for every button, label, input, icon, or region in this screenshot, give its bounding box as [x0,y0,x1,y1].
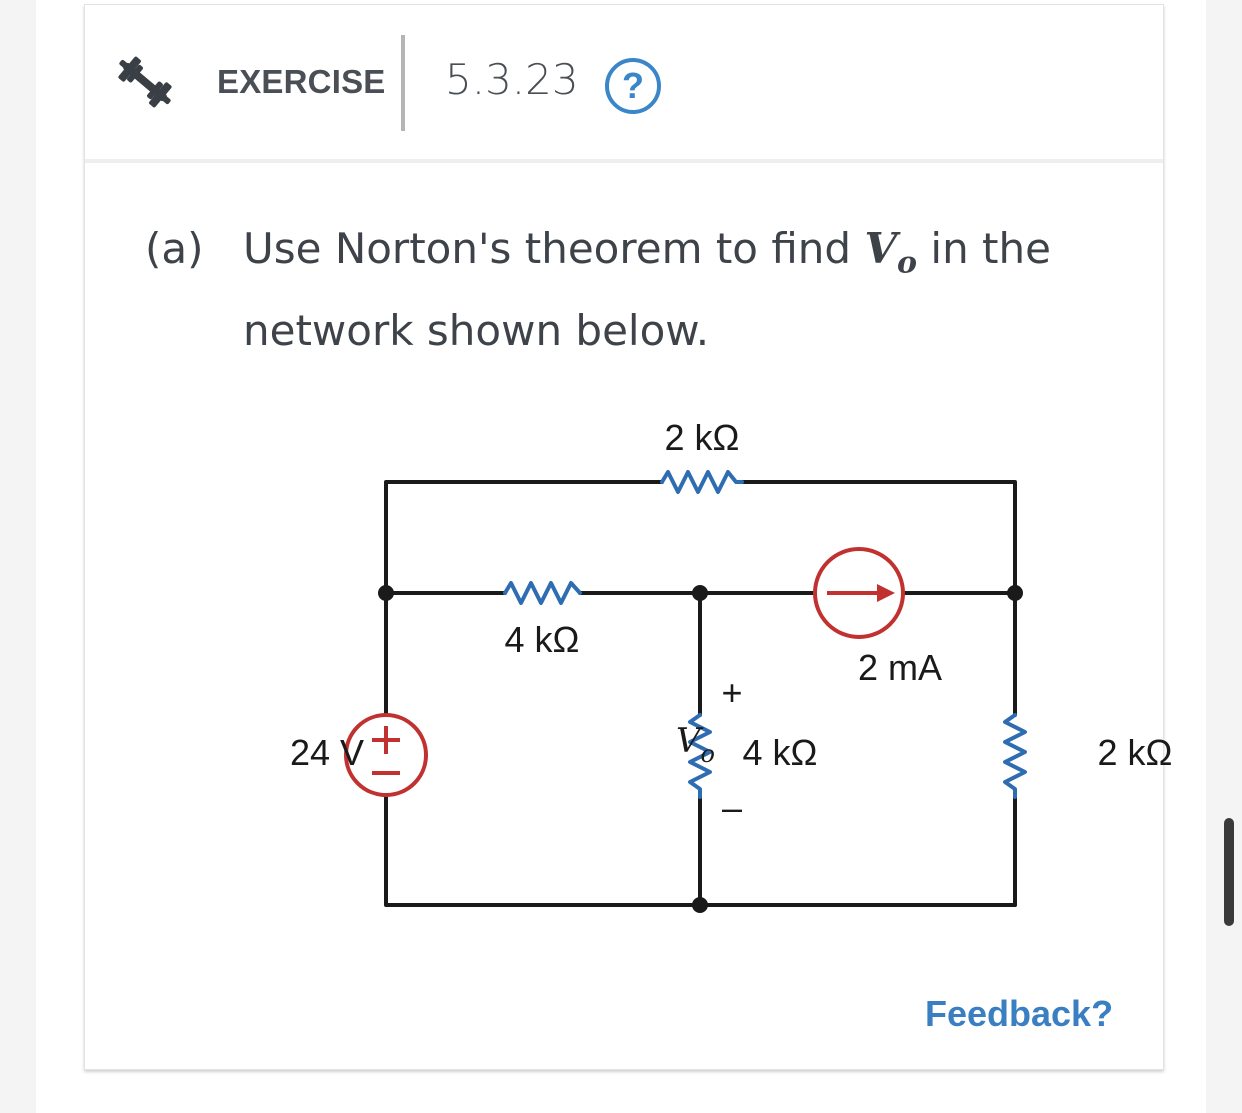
node-left [378,585,394,601]
resistor-right [1003,713,1027,799]
resistor-mid [503,581,582,605]
scrollbar[interactable] [1224,818,1234,926]
help-icon[interactable]: ? [605,58,661,114]
feedback-link[interactable]: Feedback? [925,993,1114,1034]
wire-top-right [740,480,1017,595]
exercise-number: 5.3.23 [445,55,579,104]
voltage-source [344,713,428,797]
label-r-top: 2 kΩ [665,417,740,458]
label-source-current: 2 mA [858,647,942,688]
problem-text-after: in the network shown below. [243,224,1051,356]
node-bottom [692,897,708,913]
label-vo-minus: – [722,787,742,828]
label-r-mid: 4 kΩ [505,619,580,660]
label-r-center: 4 kΩ [743,732,818,773]
label-vo-sub: o [701,740,715,768]
problem-part-label: (a) [145,224,204,273]
problem-text: Use Norton's theorem to find Vo in the n… [243,215,1123,365]
header-divider [401,35,405,131]
exercise-label: EXERCISE [217,63,386,100]
label-r-right: 2 kΩ [1098,732,1173,773]
label-vo-plus: + [721,672,742,713]
label-vo: Vo [676,721,715,768]
node-center [692,585,708,601]
resistor-center [688,713,712,799]
problem-variable: Vo [864,224,917,280]
dumbbell-icon [118,56,172,108]
exercise-card: EXERCISE 5.3.23 ? (a) Use Norton's theor… [84,4,1172,1070]
node-right [1007,585,1023,601]
wire-top [384,480,664,595]
problem-variable-main: V [864,224,898,273]
problem-text-before: Use Norton's theorem to find [243,224,865,273]
current-source [813,547,905,639]
resistor-top [660,470,744,494]
wire-left-lower [384,793,1017,907]
circuit-diagram: 2 kΩ 4 kΩ 2 mA 24 V 4 kΩ 2 kΩ + – Vo [290,417,1172,913]
problem-variable-sub: o [897,245,918,281]
label-source-voltage: 24 V [290,732,364,773]
label-vo-main: V [676,721,704,761]
exercise-header: EXERCISE 5.3.23 ? [85,5,1163,163]
